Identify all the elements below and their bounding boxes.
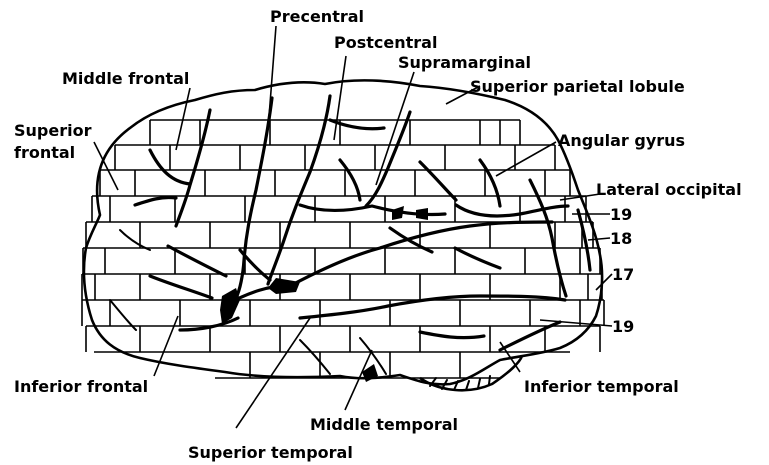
leader-inferior-frontal	[154, 316, 178, 376]
label-area-19-lower: 19	[612, 317, 634, 336]
label-inferior-frontal: Inferior frontal	[14, 377, 148, 396]
leader-superior-temporal	[236, 318, 310, 428]
label-area-19-upper: 19	[610, 205, 632, 224]
label-area-18: 18	[610, 229, 632, 248]
label-superior-temporal: Superior temporal	[188, 443, 353, 462]
label-superior-parietal-lobule: Superior parietal lobule	[470, 77, 685, 96]
leader-18	[588, 238, 610, 240]
leader-precentral	[268, 26, 276, 130]
label-angular-gyrus: Angular gyrus	[558, 131, 685, 150]
leader-angular	[496, 142, 556, 176]
label-supramarginal: Supramarginal	[398, 53, 531, 72]
label-inferior-temporal: Inferior temporal	[524, 377, 679, 396]
label-area-17: 17	[612, 265, 634, 284]
label-postcentral: Postcentral	[334, 33, 437, 52]
label-middle-frontal: Middle frontal	[62, 69, 189, 88]
label-superior-frontal-1: Superior	[14, 121, 92, 140]
label-middle-temporal: Middle temporal	[310, 415, 458, 434]
cerebellum-outline	[420, 356, 522, 390]
label-precentral: Precentral	[270, 7, 364, 26]
leader-17	[596, 274, 612, 290]
label-lateral-occipital: Lateral occipital	[596, 180, 742, 199]
label-superior-frontal-2: frontal	[14, 143, 75, 162]
labels: Precentral Postcentral Supramarginal Mid…	[14, 7, 742, 462]
leader-middle-frontal	[176, 88, 190, 150]
